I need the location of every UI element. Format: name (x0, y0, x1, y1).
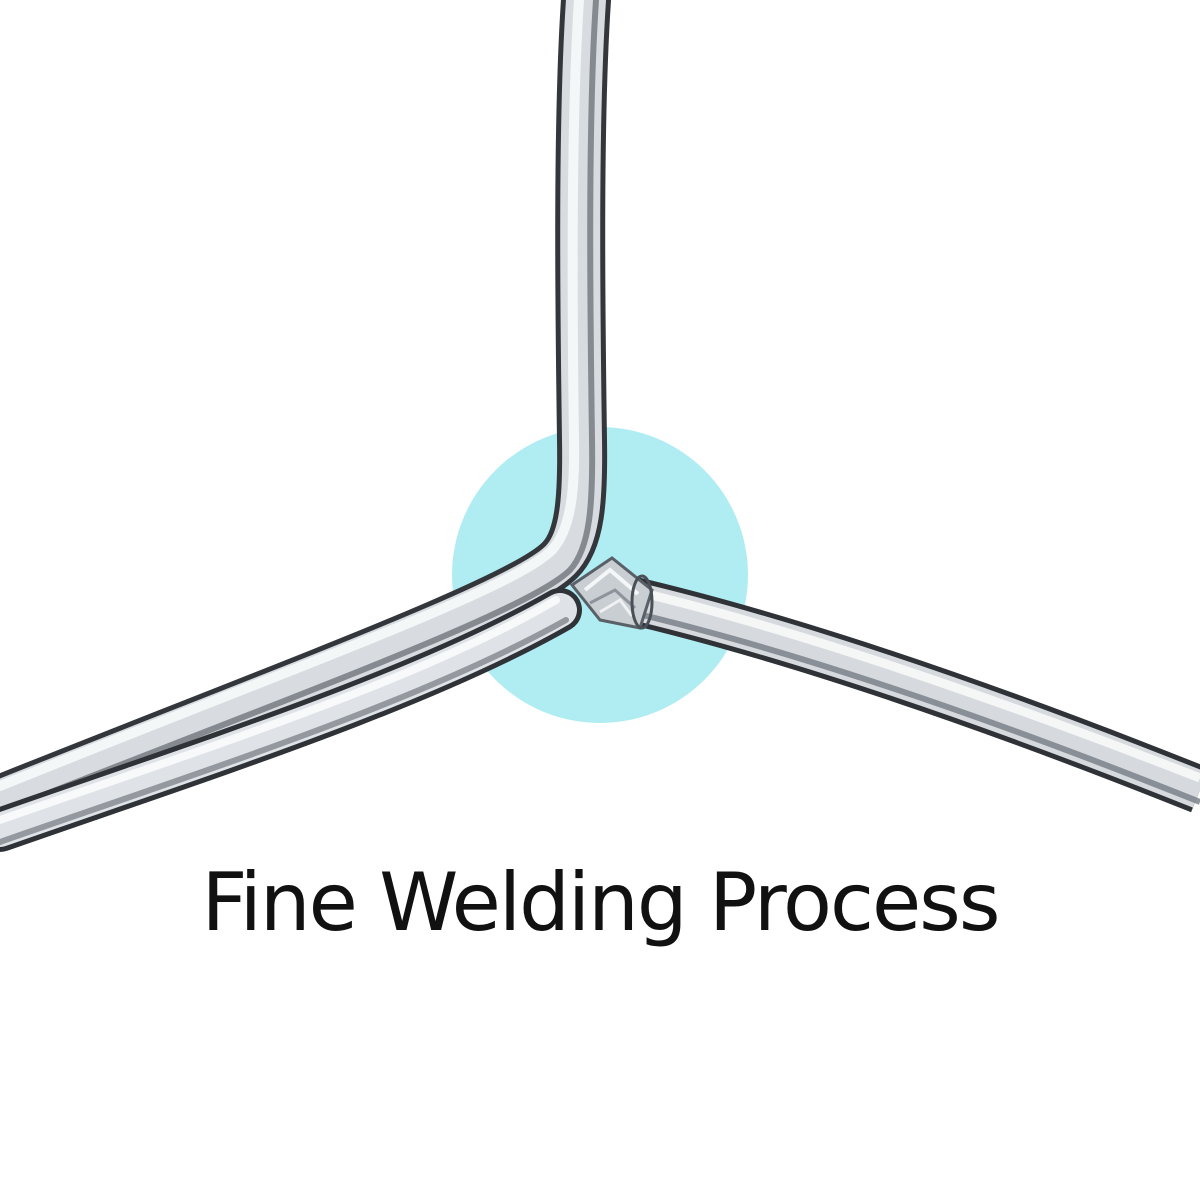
weld-joint (569, 556, 654, 630)
hook-wire (0, 0, 611, 825)
right-arm-wire (624, 576, 1200, 813)
left-arm-wire (0, 588, 582, 852)
caption-text: Fine Welding Process (201, 856, 1000, 949)
